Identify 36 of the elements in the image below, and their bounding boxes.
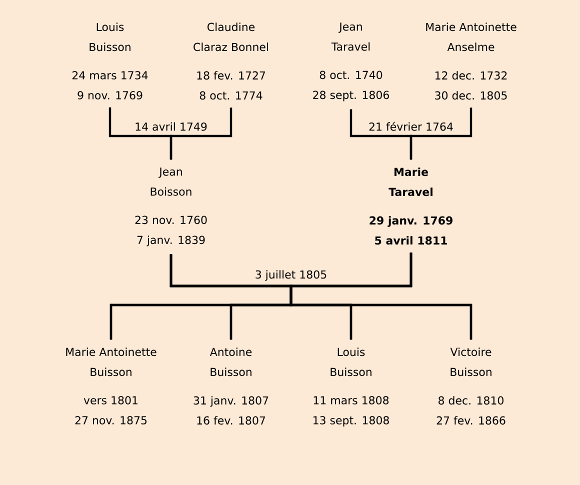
edge-label: 21 février 1764 — [368, 120, 454, 132]
birth-date: 12 dec. 1732 — [435, 71, 507, 80]
birth-date: 31 janv. 1807 — [194, 396, 268, 407]
death-date: 13 sept. 1808 — [314, 416, 389, 427]
edge-label: 14 avril 1749 — [134, 121, 208, 132]
death-date: 5 avril 1811 — [375, 236, 447, 245]
death-date: 28 sept. 1806 — [313, 90, 390, 102]
person-name: Marie Antoinette Buisson — [66, 348, 156, 376]
death-date: 7 janv. 1839 — [137, 236, 205, 246]
connector-line — [170, 108, 232, 160]
birth-date: 18 fev. 1727 — [197, 71, 266, 80]
connector-line — [290, 252, 472, 340]
death-date: 8 oct. 1774 — [200, 91, 262, 100]
birth-date: 24 mars 1734 — [72, 71, 148, 80]
person-name: Antoine Buisson — [210, 348, 252, 376]
birth-date: 11 mars 1808 — [314, 396, 389, 404]
person-name: Jean Taravel — [331, 22, 370, 51]
person-name: Louis Buisson — [90, 22, 130, 52]
birth-date: 23 nov. 1760 — [135, 216, 207, 224]
death-date: 30 dec. 1805 — [435, 91, 507, 100]
birth-date: 8 dec. 1810 — [438, 396, 504, 405]
person-name: Marie Taravel — [388, 168, 432, 196]
person-name: Victoire Buisson — [450, 348, 492, 376]
person-name: Claudine Claraz Bonnel — [194, 22, 268, 52]
connector-line — [410, 108, 472, 160]
death-date: 16 fev. 1807 — [197, 416, 266, 425]
death-date: 9 nov. 1769 — [78, 91, 142, 100]
edge-label: 3 juillet 1805 — [254, 269, 328, 282]
death-date: 27 nov. 1875 — [75, 416, 147, 424]
birth-date: 8 oct. 1740 — [320, 70, 382, 80]
birth-date: 29 janv. 1769 — [370, 216, 452, 227]
birth-date: vers 1801 — [84, 396, 138, 404]
person-name: Marie Antoinette Anselme — [426, 22, 516, 52]
death-date: 27 fev. 1866 — [436, 416, 506, 425]
person-name: Jean Boisson — [150, 168, 192, 196]
person-name: Louis Buisson — [330, 348, 372, 376]
